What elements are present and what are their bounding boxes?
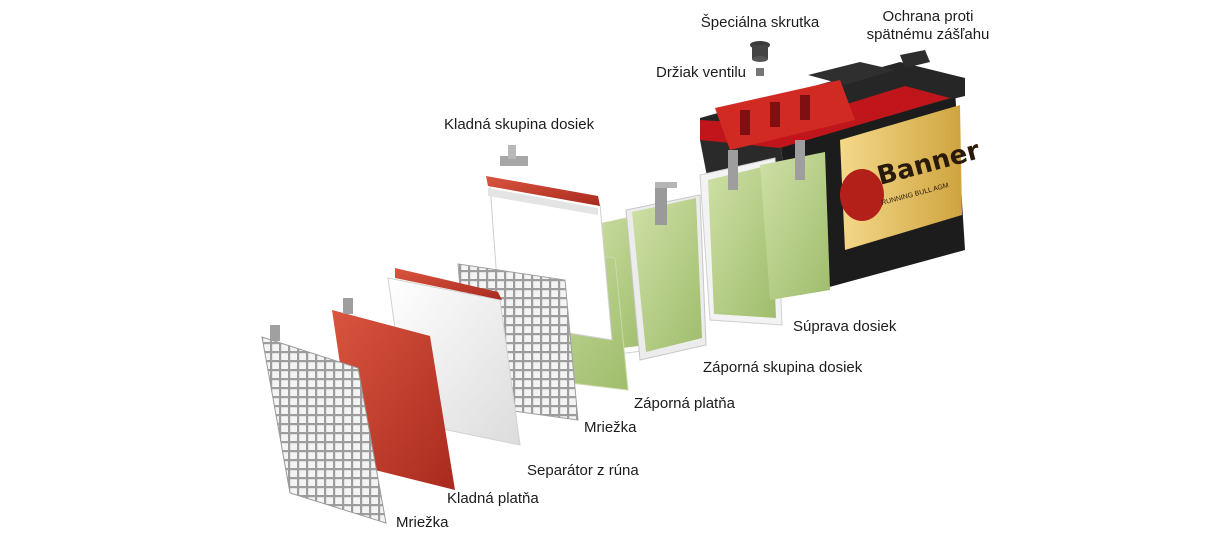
label-grid-upper: Mriežka — [584, 419, 637, 436]
label-flashback-line2: spätnému zášľahu — [866, 26, 990, 43]
label-plate-set: Súprava dosiek — [793, 318, 897, 335]
plate-set — [699, 140, 830, 326]
label-special-screw: Špeciálna skrutka — [700, 14, 820, 31]
label-negative-group: Záporná skupina dosiek — [703, 359, 863, 376]
label-fleece-separator: Separátor z rúna — [527, 462, 639, 479]
flashback-arrestor — [900, 50, 930, 68]
grid-lower — [261, 325, 387, 524]
label-flashback-line1: Ochrana proti — [882, 8, 974, 25]
bull-logo-icon — [840, 169, 884, 221]
label-grid-lower: Mriežka — [396, 514, 449, 531]
label-valve-holder: Držiak ventilu — [656, 64, 747, 81]
label-negative-plate: Záporná platňa — [634, 395, 735, 412]
special-screw — [750, 41, 770, 76]
label-positive-plate: Kladná platňa — [447, 490, 539, 507]
battery-label: Banner RUNNING BULL AGM — [840, 105, 983, 250]
label-positive-group: Kladná skupina dosiek — [444, 116, 595, 133]
